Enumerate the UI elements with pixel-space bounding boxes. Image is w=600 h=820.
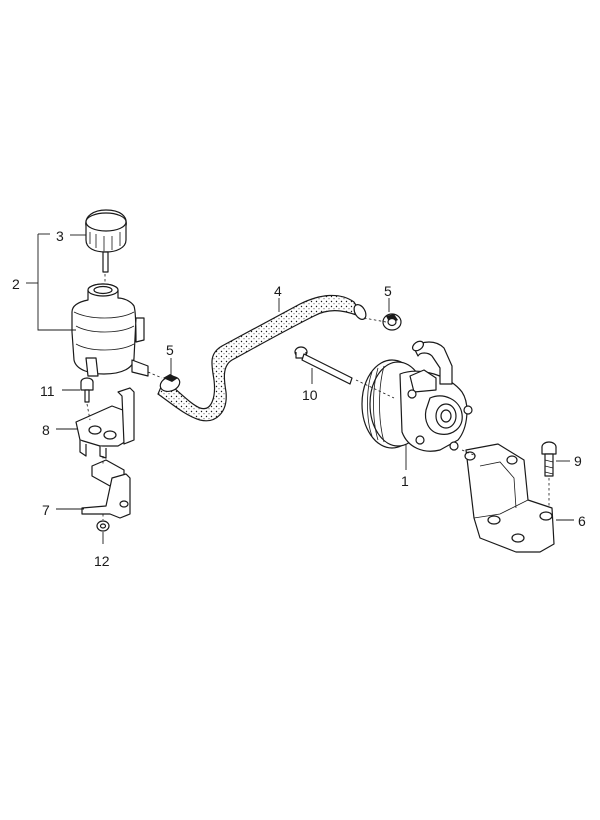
nut-12-part[interactable] — [96, 520, 110, 532]
callout-11: 11 — [40, 383, 55, 399]
bolt-11-part[interactable] — [80, 377, 94, 403]
leader-lines — [26, 233, 574, 544]
bolt-9-part[interactable] — [541, 441, 557, 477]
pump-mount-6-part[interactable] — [464, 443, 555, 553]
hose-clamp-5-right-part[interactable] — [382, 313, 402, 331]
callout-2: 2 — [12, 276, 20, 292]
callout-4: 4 — [274, 283, 282, 299]
callout-3: 3 — [56, 228, 64, 244]
callout-9: 9 — [574, 453, 582, 469]
callout-5-right: 5 — [384, 283, 392, 299]
bolt-10-part[interactable] — [294, 346, 353, 385]
steering-pump-1-part[interactable] — [361, 339, 473, 452]
reservoir-cap-part[interactable] — [85, 209, 127, 273]
callout-12: 12 — [94, 553, 110, 569]
callout-6: 6 — [578, 513, 586, 529]
fluid-reservoir-part[interactable] — [71, 283, 149, 377]
callout-labels: 2 3 4 5 5 10 1 9 6 11 8 7 12 — [12, 228, 586, 569]
callout-8: 8 — [42, 422, 50, 438]
hose-4-part[interactable] — [157, 294, 368, 422]
callout-1: 1 — [401, 473, 409, 489]
hose-clamp-5-left-part[interactable] — [158, 374, 182, 394]
callout-7: 7 — [42, 502, 50, 518]
callout-5-left: 5 — [166, 342, 174, 358]
callout-10: 10 — [302, 387, 318, 403]
bracket-7-part[interactable] — [81, 459, 131, 519]
assembly-lines — [86, 274, 550, 520]
bracket-8-part[interactable] — [75, 387, 135, 459]
